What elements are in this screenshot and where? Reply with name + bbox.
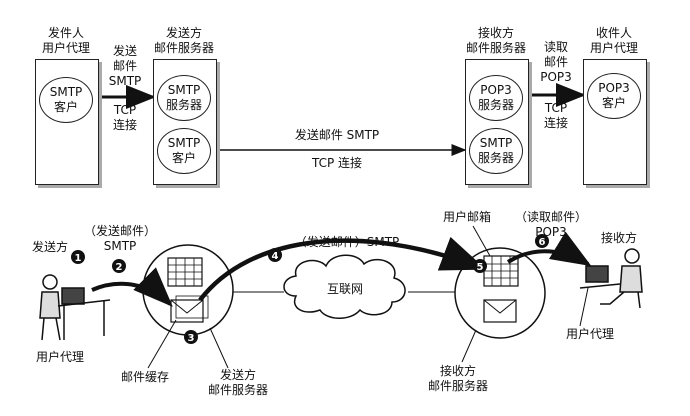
step-5-label: 5 [477,262,484,273]
sender-smtp-client-line1: SMTP [49,85,83,99]
user-agent-left-label: 用户代理 [35,350,84,364]
receiver-pop3-server-line2: 服务器 [477,98,514,112]
sender-server-smtp-client: SMTP 客户 [157,128,211,174]
sender-mailbox-grid [167,257,203,287]
step-1-label: 1 [75,253,82,264]
arrow-step6-pop3 [506,231,592,267]
receiver-pop3-server-line1: POP3 [480,83,512,97]
step-4-label: 4 [272,251,279,262]
arrow-step2-smtp [91,267,173,307]
pointer-sender-server [209,327,229,369]
pointer-user-agent-right [579,287,589,327]
sender-server-title: 发送方邮件服务器 [153,26,214,55]
mail-cache-label: 邮件缓存 [120,370,169,384]
sender-user-agent-title: 发件人用户代理 [41,26,90,55]
receiver-label: 接收方 [600,231,637,245]
step-2-label: 2 [116,262,123,273]
step6-label: （读取邮件）POP3 [514,210,587,239]
step4-label: （发送邮件）SMTP [294,235,400,249]
receiver-user-agent-title: 收件人用户代理 [589,26,638,55]
sender-smtp-server: SMTP 服务器 [157,75,211,121]
receiver-server-bottom-label: 接收方邮件服务器 [427,364,488,393]
sender-envelope-icon [170,295,209,323]
pointer-mail-cache [147,319,177,369]
internet-cloud [283,254,406,319]
step-3-label: 3 [188,333,195,344]
receiver-smtp-server: SMTP 服务器 [469,128,523,174]
receiver-envelope-icon [483,299,517,323]
sender-smtp-client: SMTP 客户 [39,77,93,123]
arrow-step4-smtp [198,236,487,302]
receiver-server-title: 接收方邮件服务器 [465,26,526,55]
step2-label: （发送邮件）SMTP [83,224,156,253]
sender-server-smtp-client-line2: 客户 [171,151,196,165]
user-agent-right-label: 用户代理 [565,327,614,341]
mailbox-label: 用户邮箱 [442,210,491,224]
receiver-smtp-server-line2: 服务器 [477,151,514,165]
sender-label: 发送方 [31,240,68,254]
receiver-pop3-client-line2: 客户 [601,96,626,110]
receiver-smtp-server-line1: SMTP [479,136,513,150]
receiver-pop3-server: POP3 服务器 [469,75,523,121]
sender-smtp-server-line2: 服务器 [165,98,202,112]
receiver-pop3-client: POP3 客户 [587,73,641,119]
sender-smtp-server-line1: SMTP [167,83,201,97]
step-6-label: 6 [539,237,546,248]
internet-label: 互联网 [326,282,363,296]
receiver-person-icon [579,248,643,309]
sender-smtp-client-line2: 客户 [53,100,78,114]
step-badges: 1 2 3 4 5 6 [71,234,549,344]
middle-tcp-label: TCP 连接 [311,156,363,170]
middle-send-smtp-label: 发送邮件 SMTP [294,128,380,142]
sender-server-bottom-label: 发送方邮件服务器 [207,368,268,397]
pointer-receiver-server [461,329,477,363]
sender-server-smtp-client-line1: SMTP [167,136,201,150]
pointer-mailbox [472,225,491,257]
sender-person-icon [39,274,111,341]
receiver-pop3-client-line1: POP3 [598,81,630,95]
